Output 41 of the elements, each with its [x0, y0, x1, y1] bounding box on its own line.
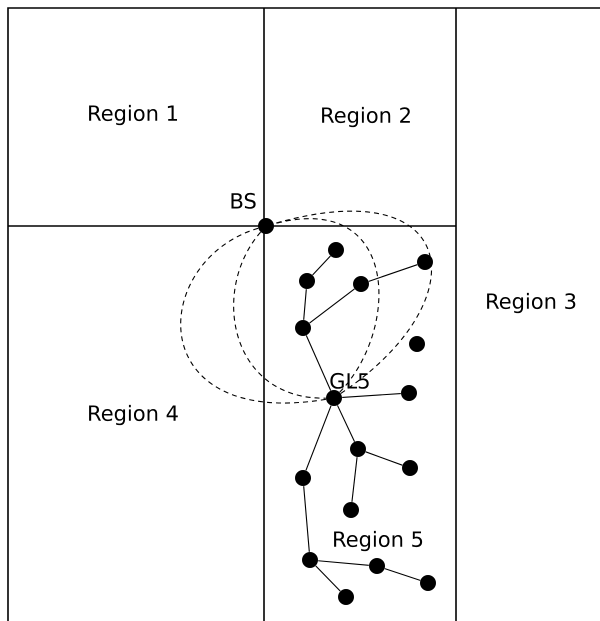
dot: [299, 273, 315, 289]
dot: [302, 552, 318, 568]
dot: [350, 441, 366, 457]
link-line: [315, 566, 341, 592]
dot: [409, 336, 425, 352]
dot: [295, 320, 311, 336]
link-line: [303, 289, 307, 320]
dot: [402, 460, 418, 476]
link-line: [318, 560, 369, 566]
link-line: [305, 405, 332, 471]
link-line: [303, 486, 310, 552]
link-line: [337, 405, 355, 442]
link-line: [306, 335, 332, 391]
route-curve: [233, 232, 326, 399]
node-label: BS: [232, 192, 256, 209]
node-label: GL5: [330, 372, 369, 389]
dot: [326, 390, 342, 406]
region-label: Region 4: [89, 404, 178, 426]
link-line: [384, 568, 420, 581]
link-line: [368, 264, 418, 282]
dot: [369, 558, 385, 574]
route-curve: [180, 228, 326, 404]
region-label: Region 1: [89, 104, 178, 126]
region-label: Region 2: [322, 106, 410, 128]
route-curve: [274, 210, 432, 394]
link-line: [342, 393, 401, 398]
dot: [328, 242, 344, 258]
region-label: Region 5: [334, 530, 422, 552]
region-label: Region 3: [487, 292, 576, 314]
link-line: [366, 451, 402, 466]
dot: [258, 218, 274, 234]
dot: [295, 470, 311, 486]
dot: [338, 589, 354, 605]
link-line: [312, 256, 331, 276]
link-line: [309, 288, 355, 324]
dot: [417, 254, 433, 270]
dot: [353, 276, 369, 292]
dot: [343, 502, 359, 518]
link-line: [351, 457, 358, 502]
dot: [401, 385, 417, 401]
dot: [420, 575, 436, 591]
